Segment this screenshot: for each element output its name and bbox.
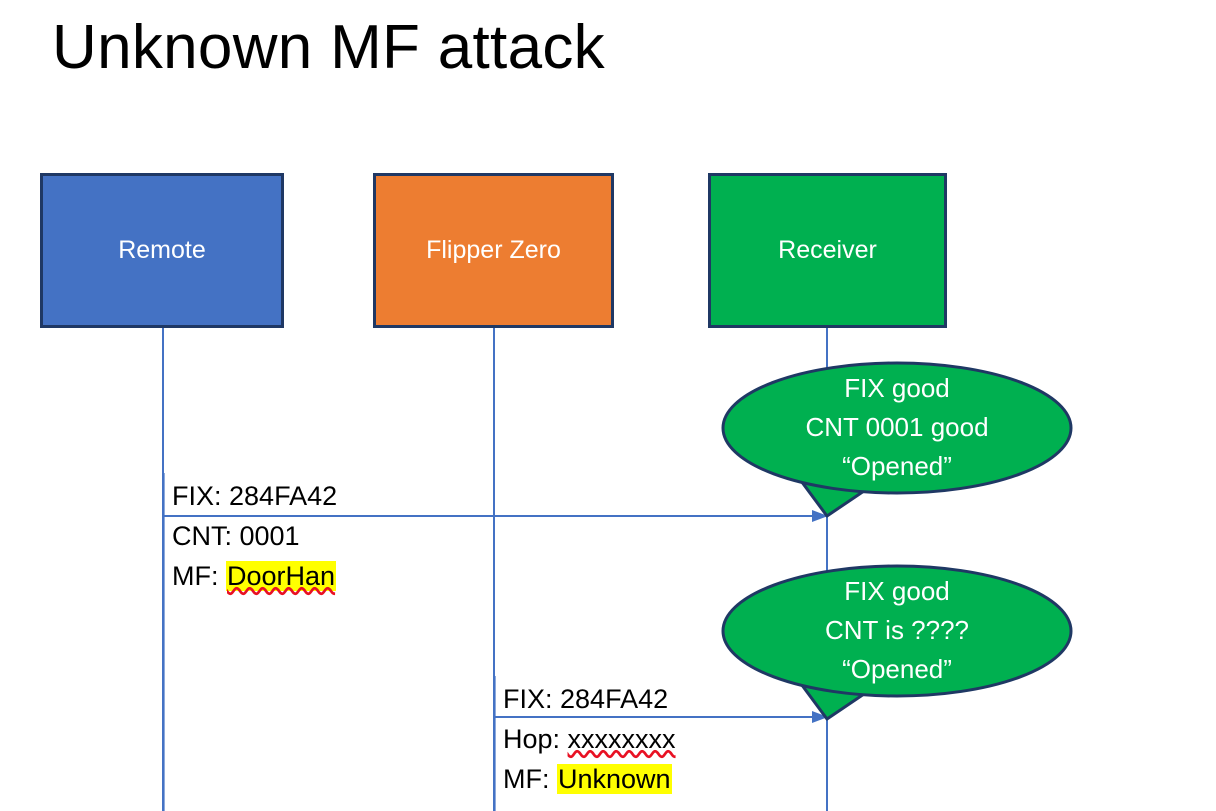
- message-line-value: 284FA42: [229, 481, 338, 511]
- lane-box-flipper[interactable]: Flipper Zero: [373, 173, 614, 328]
- message-line: MF: DoorHan: [172, 556, 337, 596]
- lane-box-receiver[interactable]: Receiver: [708, 173, 947, 328]
- message-line-value: 0001: [239, 521, 300, 551]
- message-line-label: FIX:: [172, 481, 230, 511]
- lane-label-remote: Remote: [118, 235, 206, 264]
- message-line-value-misspelled: xxxxxxxx: [567, 724, 676, 754]
- message-line-label: CNT:: [172, 521, 240, 551]
- message-line-value: 284FA42: [560, 684, 669, 714]
- message-line-label: Hop:: [503, 724, 568, 754]
- message-label-flipper-to-receiver: FIX: 284FA42 Hop: xxxxxxxx MF: Unknown: [503, 679, 676, 799]
- message-line-label: MF:: [503, 764, 557, 794]
- callout-first-shape: [721, 361, 1073, 518]
- message-line-label: FIX:: [503, 684, 561, 714]
- message-line: Hop: xxxxxxxx: [503, 719, 676, 759]
- message-line: FIX: 284FA42: [503, 679, 676, 719]
- message-line-value-highlighted: DoorHan: [226, 561, 337, 591]
- callout-second-shape: [721, 564, 1073, 721]
- lane-label-flipper: Flipper Zero: [426, 235, 561, 264]
- message-line-value-highlighted: Unknown: [557, 764, 672, 794]
- lane-label-receiver: Receiver: [778, 235, 877, 264]
- message-line-label: MF:: [172, 561, 226, 591]
- message-line: MF: Unknown: [503, 759, 676, 799]
- lane-box-remote[interactable]: Remote: [40, 173, 284, 328]
- page-title: Unknown MF attack: [52, 13, 605, 82]
- message-line: FIX: 284FA42: [172, 476, 337, 516]
- message-line: CNT: 0001: [172, 516, 337, 556]
- message-label-remote-to-receiver: FIX: 284FA42 CNT: 0001 MF: DoorHan: [172, 476, 337, 596]
